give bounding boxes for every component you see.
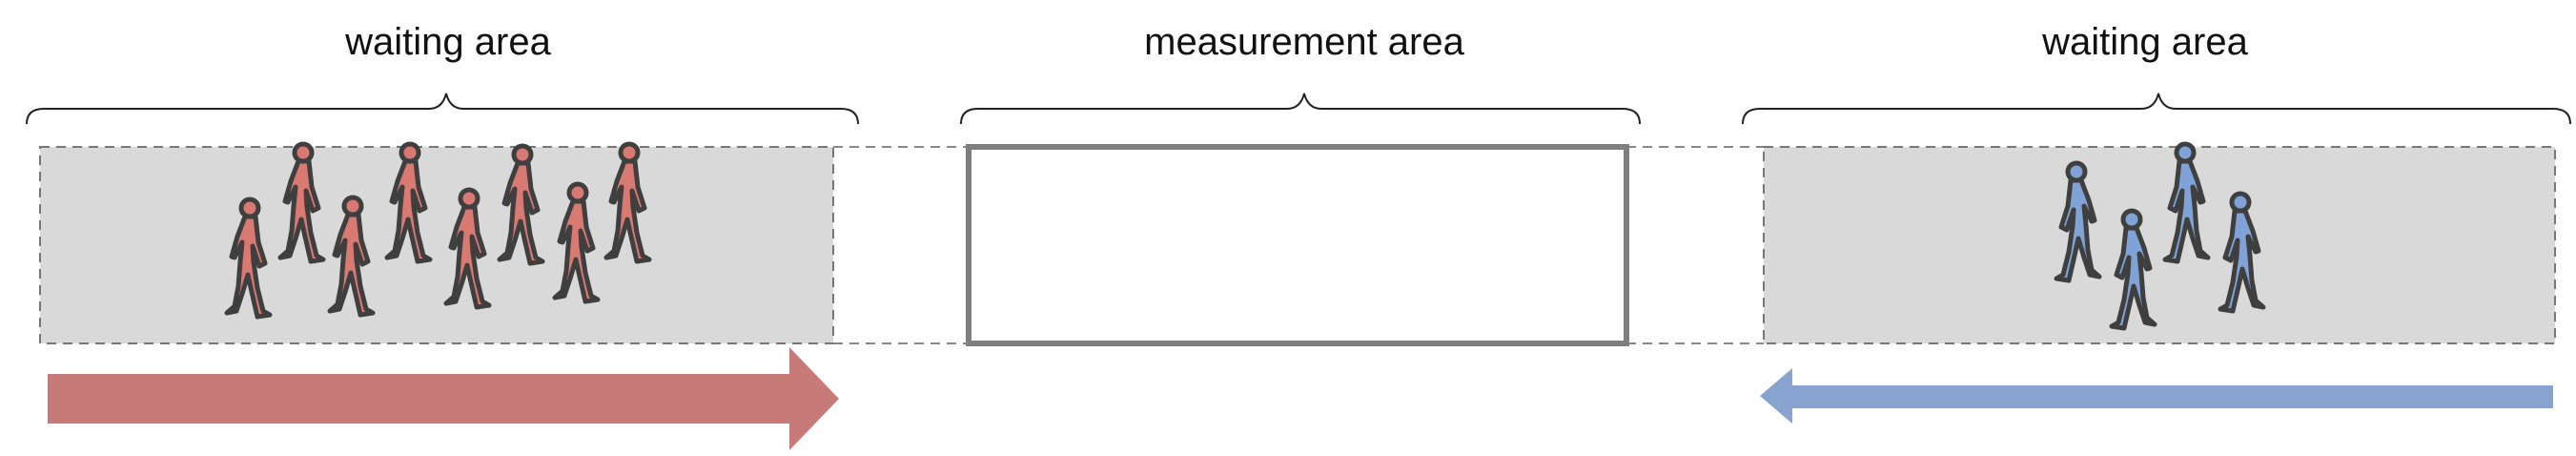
right-waiting-area (1763, 146, 2556, 344)
left-waiting-brace (26, 93, 859, 125)
left-waiting-area (39, 146, 834, 344)
measurement-area (966, 144, 1629, 346)
measurement-area-label: measurement area (1144, 21, 1464, 63)
right-waiting-brace (1742, 93, 2571, 125)
measurement-brace (960, 93, 1641, 125)
leftward-arrow (1760, 368, 2553, 424)
left-waiting-area-label: waiting area (345, 21, 551, 63)
right-waiting-area-label: waiting area (2042, 21, 2248, 63)
rightward-arrow (48, 347, 839, 450)
